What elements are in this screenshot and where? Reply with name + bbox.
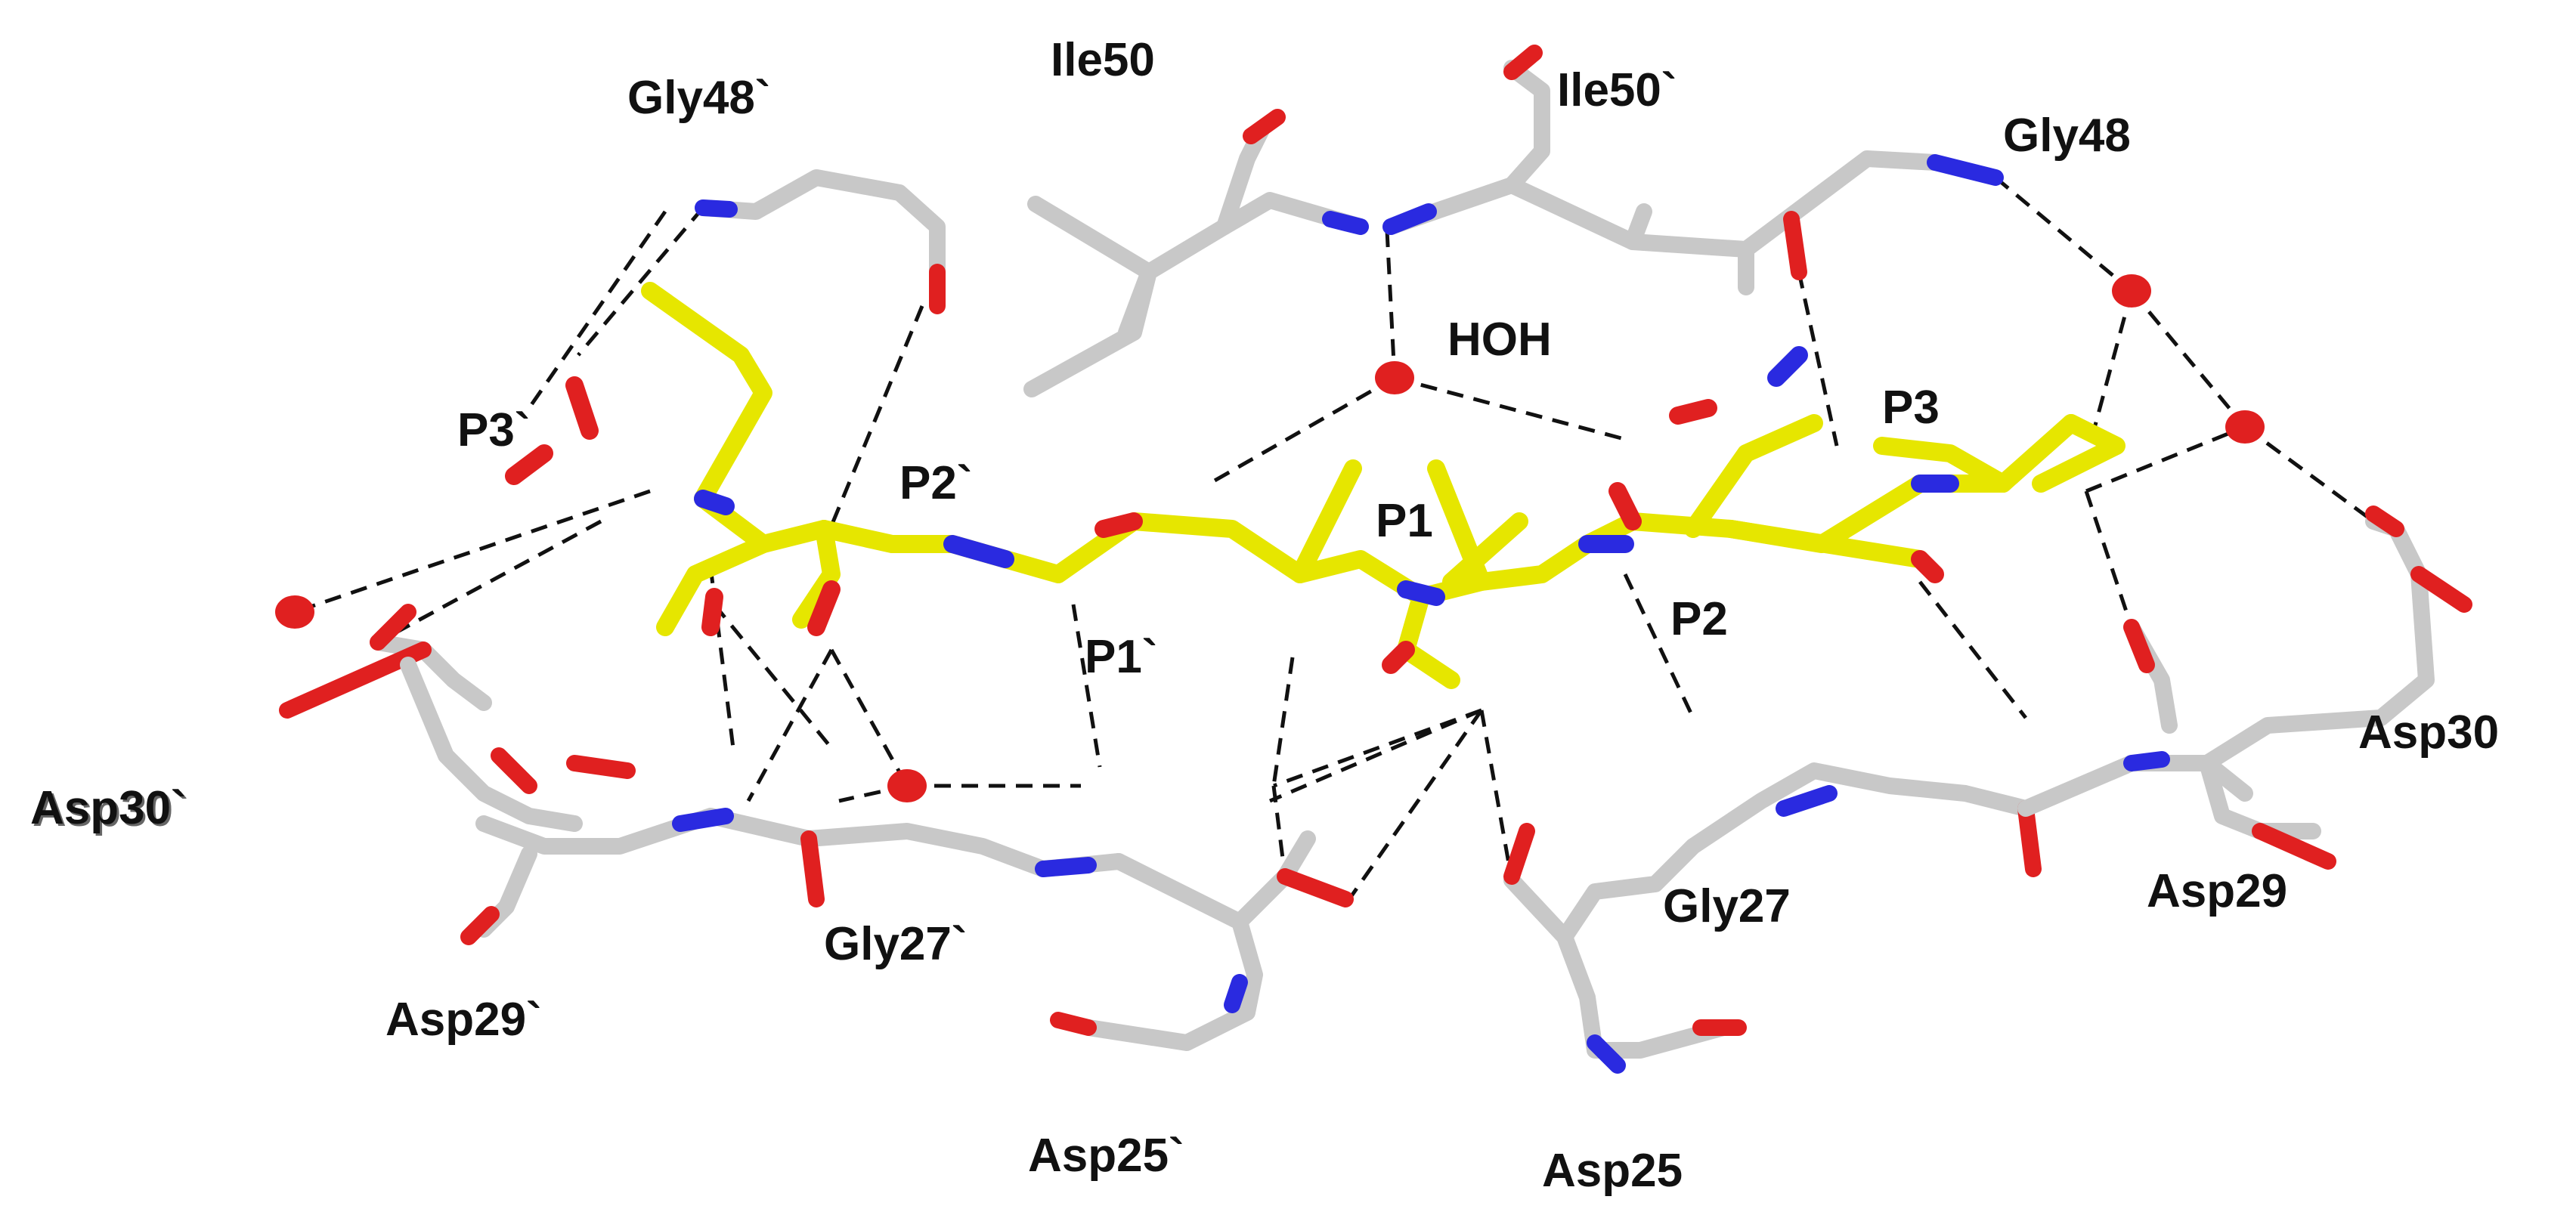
- water-left: [275, 595, 314, 629]
- water-right-upper: [2112, 274, 2151, 308]
- water-right-lower: [2225, 410, 2265, 444]
- label-p3-prime: P3`: [457, 404, 530, 456]
- label-p2: P2: [1670, 593, 1728, 645]
- label-asp30-prime-shadow: Asp30`: [33, 784, 189, 836]
- label-gly48-prime: Gly48`: [627, 72, 771, 124]
- label-gly27: Gly27: [1663, 880, 1791, 932]
- label-asp29: Asp29: [2147, 865, 2287, 917]
- water-center-left: [887, 769, 927, 802]
- label-gly48: Gly48: [2003, 110, 2131, 162]
- water-molecules: [275, 274, 2265, 802]
- hydrogen-bonds: [294, 176, 2375, 901]
- inhibitor-ligand: [505, 282, 2126, 689]
- label-asp29-prime: Asp29`: [385, 994, 542, 1046]
- label-asp30-prime: Asp30`: [30, 782, 187, 834]
- label-p3: P3: [1882, 382, 1940, 434]
- label-ile50-prime: Ile50`: [1557, 64, 1677, 116]
- label-hoh: HOH: [1447, 314, 1552, 366]
- water-hoh: [1375, 361, 1414, 394]
- protein-residues: [279, 45, 2472, 1074]
- label-asp30: Asp30: [2358, 706, 2499, 759]
- label-asp25: Asp25: [1542, 1145, 1683, 1197]
- residue-labels: Gly48` Ile50 Ile50` Gly48 HOH P3` P2` P1…: [30, 34, 2499, 1197]
- label-asp25-prime: Asp25`: [1028, 1130, 1184, 1182]
- label-p2-prime: P2`: [899, 457, 972, 509]
- label-p1: P1: [1376, 495, 1433, 547]
- label-gly27-prime: Gly27`: [824, 918, 968, 970]
- label-ile50: Ile50: [1051, 34, 1155, 86]
- label-p1-prime: P1`: [1085, 631, 1157, 683]
